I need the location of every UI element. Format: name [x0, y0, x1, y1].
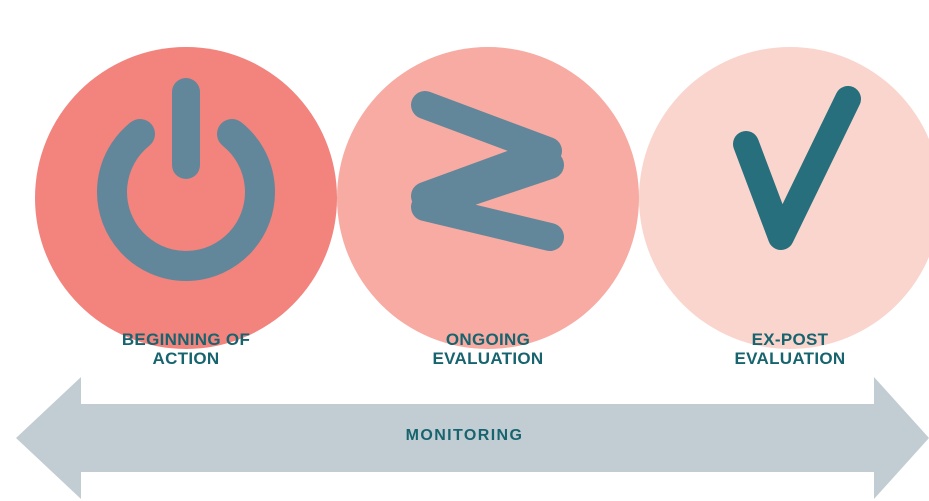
- power-ring: [97, 119, 275, 281]
- beginning-of-action-circle: [35, 47, 337, 349]
- lower-chevron: [411, 151, 564, 251]
- power-icon: [97, 78, 275, 281]
- zigzag-chevrons-icon: [411, 91, 564, 251]
- ongoing-evaluation-circle: [337, 47, 639, 349]
- checkmark-icon: [733, 86, 861, 250]
- monitoring-label: MONITORING: [405, 427, 524, 444]
- checkmark-stroke: [733, 86, 861, 250]
- ex-post-evaluation-circle: [639, 47, 929, 349]
- monitoring-arrow-shape: [16, 377, 929, 499]
